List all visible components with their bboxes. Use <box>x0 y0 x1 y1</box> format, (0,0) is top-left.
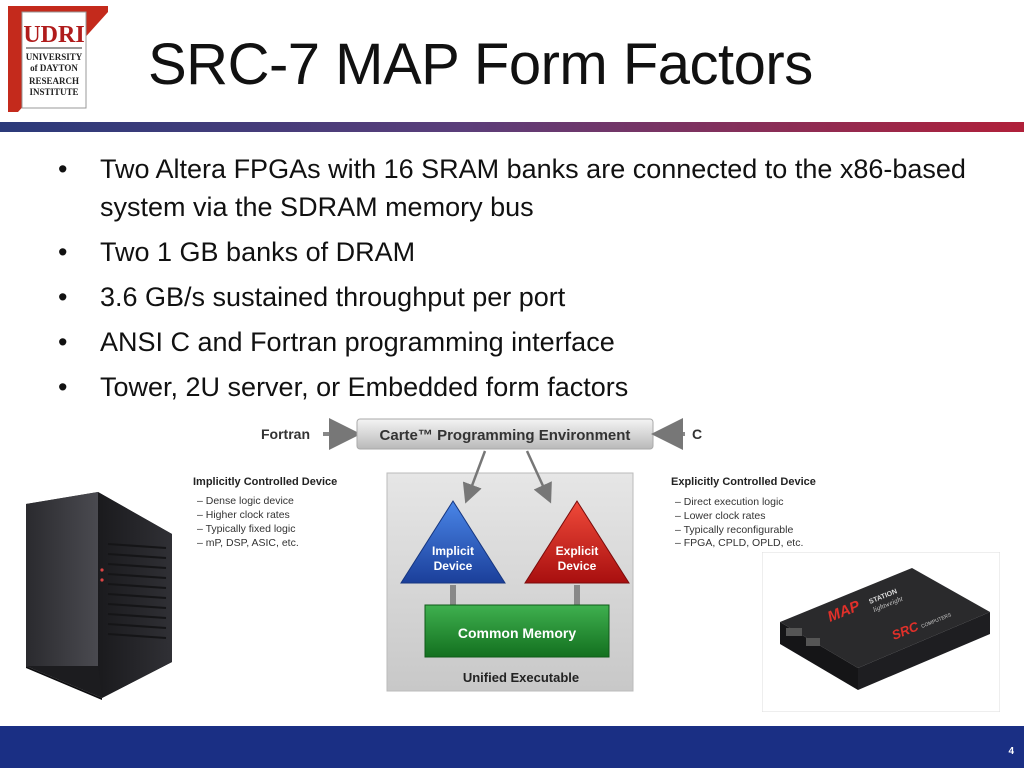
bullet-marker: • <box>58 237 68 267</box>
carte-env-label: Carte™ Programming Environment <box>380 427 631 444</box>
bullet-item: • Two Altera FPGAs with 16 SRAM banks are… <box>58 150 988 226</box>
bullet-item: • Tower, 2U server, or Embedded form fact… <box>58 368 988 406</box>
implicit-device-label-1: Implicit <box>432 544 474 558</box>
slide-title: SRC-7 MAP Form Factors <box>148 32 813 97</box>
unified-executable-label: Unified Executable <box>463 670 579 685</box>
explicit-desc-item: – Typically reconfigurable <box>675 524 793 536</box>
explicit-device-triangle <box>524 500 630 584</box>
explicit-device-label-2: Device <box>558 559 597 573</box>
common-memory-box <box>424 604 610 658</box>
explicit-arrow <box>525 450 552 504</box>
c-label: C <box>692 426 702 442</box>
footer-bar: 4 <box>0 726 1024 768</box>
implicit-desc-item: – Typically fixed logic <box>197 523 295 535</box>
bullet-item: • 3.6 GB/s sustained throughput per port <box>58 278 988 316</box>
bullet-item: • ANSI C and Fortran programming interfac… <box>58 323 988 361</box>
implicit-desc-title: Implicitly Controlled Device <box>193 476 337 488</box>
explicit-desc-item: – Direct execution logic <box>675 496 784 508</box>
bullet-marker: • <box>58 372 68 402</box>
fortran-label: Fortran <box>261 426 310 442</box>
tower-server-image <box>26 492 172 700</box>
logo-line-institute: INSTITUTE <box>29 87 78 97</box>
bullet-text: Tower, 2U server, or Embedded form facto… <box>100 372 629 402</box>
bullet-text: 3.6 GB/s sustained throughput per port <box>100 282 566 312</box>
explicit-desc-item: – Lower clock rates <box>675 510 765 522</box>
bullet-marker: • <box>58 154 68 184</box>
bullet-marker: • <box>58 282 68 312</box>
bullet-text: Two Altera FPGAs with 16 SRAM banks are … <box>100 154 966 222</box>
implicit-desc-item: – Higher clock rates <box>197 509 290 521</box>
common-memory-label: Common Memory <box>458 625 576 641</box>
logo-line-udri: UDRI <box>23 22 84 48</box>
explicit-device-label-1: Explicit <box>556 544 599 558</box>
map-station-image: MAP STATION lightweight SRC COMPUTERS <box>762 552 1000 712</box>
implicit-arrow <box>462 450 487 504</box>
logo-line-university: UNIVERSITY <box>26 52 83 62</box>
title-divider <box>0 122 1024 132</box>
bullet-item: • Two 1 GB banks of DRAM <box>58 233 988 271</box>
explicit-desc-title: Explicitly Controlled Device <box>671 476 816 488</box>
udri-logo: UDRI UNIVERSITY of DAYTON RESEARCH INSTI… <box>8 6 108 112</box>
logo-line-dayton: of DAYTON <box>30 63 78 73</box>
logo-line-research: RESEARCH <box>29 76 79 86</box>
carte-diagram: Fortran Carte™ Programming Environment C… <box>193 418 816 692</box>
page-number: 4 <box>1008 746 1014 757</box>
implicit-device-triangle <box>400 500 506 584</box>
bullet-text: Two 1 GB banks of DRAM <box>100 237 416 267</box>
explicit-desc-item: – FPGA, CPLD, OPLD, etc. <box>675 537 803 549</box>
implicit-desc-item: – mP, DSP, ASIC, etc. <box>197 537 299 549</box>
implicit-desc-item: – Dense logic device <box>197 495 294 507</box>
bullet-marker: • <box>58 327 68 357</box>
bullet-text: ANSI C and Fortran programming interface <box>100 327 615 357</box>
implicit-device-label-2: Device <box>434 559 473 573</box>
bullet-list: • Two Altera FPGAs with 16 SRAM banks are… <box>58 150 988 413</box>
